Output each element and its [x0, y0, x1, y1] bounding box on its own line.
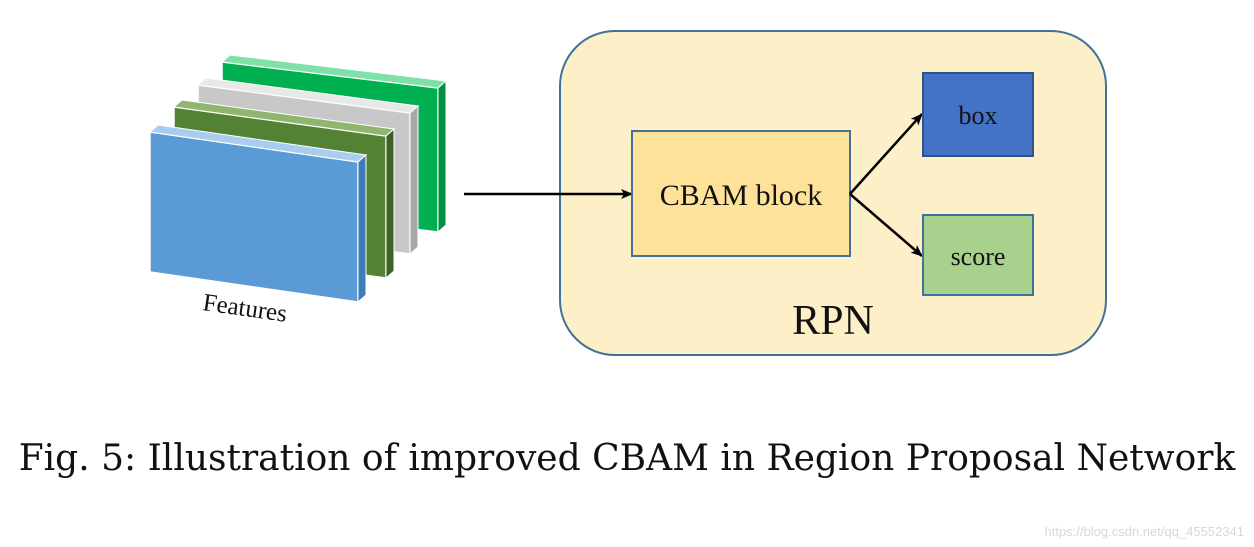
score-output [922, 214, 1034, 296]
score-output-label: score [951, 242, 1006, 271]
box-output [922, 72, 1034, 157]
feature-map-blue [148, 124, 368, 304]
features-label: Features [201, 289, 289, 328]
feature-maps-stack [148, 54, 448, 304]
watermark-url: https://blog.csdn.net/qq_45552341 [1044, 524, 1245, 539]
figure-caption: Fig. 5: Illustration of improved CBAM in… [18, 438, 1236, 479]
cbam-block [631, 130, 851, 257]
cbam-block-label: CBAM block [660, 179, 823, 212]
box-output-label: box [959, 101, 998, 130]
score-arrow [849, 193, 923, 257]
rpn-label: RPN [792, 298, 874, 344]
box-arrow [849, 113, 923, 195]
